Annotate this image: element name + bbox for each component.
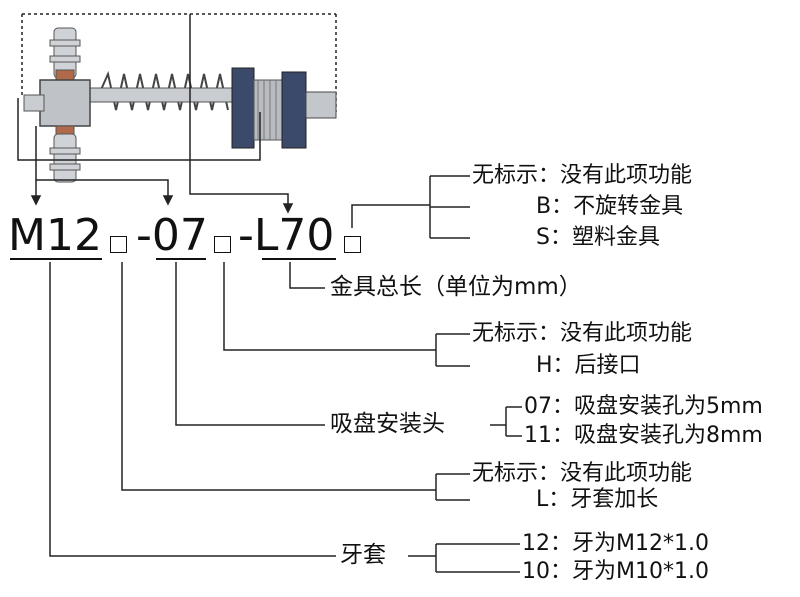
bottom-barb (49, 125, 81, 183)
rear-port-bracket (223, 262, 470, 367)
end-cap (305, 91, 337, 119)
length-option-none: 无标示：没有此项功能 (472, 163, 693, 188)
extension-bracket (121, 262, 470, 501)
length-option-b: B：不旋转金具 (536, 194, 684, 219)
suction-mount-option-11: 11：吸盘安装孔为8mm (524, 423, 763, 448)
body-block (39, 79, 91, 127)
rod (85, 87, 237, 103)
thread-bracket (49, 262, 520, 573)
placeholder-box-2 (214, 236, 231, 253)
underline-l70 (262, 258, 336, 260)
suction-mount-label: 吸盘安装头 (330, 411, 445, 437)
underline-m12 (10, 258, 102, 260)
length-option-s: S：塑料金具 (536, 225, 660, 250)
code-07: -07 (136, 210, 208, 261)
thread-option-10: 10：牙为M10*1.0 (522, 559, 709, 584)
placeholder-box-1 (110, 236, 127, 253)
length-label: 金具总长（单位为mm） (330, 274, 582, 300)
underline-07 (156, 258, 206, 260)
thread (253, 79, 283, 141)
code-m12: M12 (8, 210, 102, 261)
rear-port-option-h: H：后接口 (536, 353, 641, 378)
spring (99, 70, 229, 111)
extension-option-l: L：牙套加长 (536, 487, 659, 512)
hex-nut-1 (231, 67, 255, 149)
top-barb (49, 27, 81, 81)
extension-option-none: 无标示：没有此项功能 (472, 461, 693, 486)
top-connectors (17, 14, 294, 214)
rear-port-option-none: 无标示：没有此项功能 (472, 321, 693, 346)
code-l70: -L70 (238, 210, 335, 261)
placeholder-box-3 (344, 236, 361, 253)
suction-mount-bracket (175, 262, 522, 437)
thread-option-12: 12：牙为M12*1.0 (522, 531, 709, 556)
product-illustration (23, 27, 337, 183)
hex-nut-2 (281, 71, 307, 149)
suction-mount-option-07: 07：吸盘安装孔为5mm (524, 394, 763, 419)
length-bracket (289, 175, 470, 289)
thread-label: 牙套 (340, 542, 386, 568)
dashed-bracket (21, 13, 337, 112)
